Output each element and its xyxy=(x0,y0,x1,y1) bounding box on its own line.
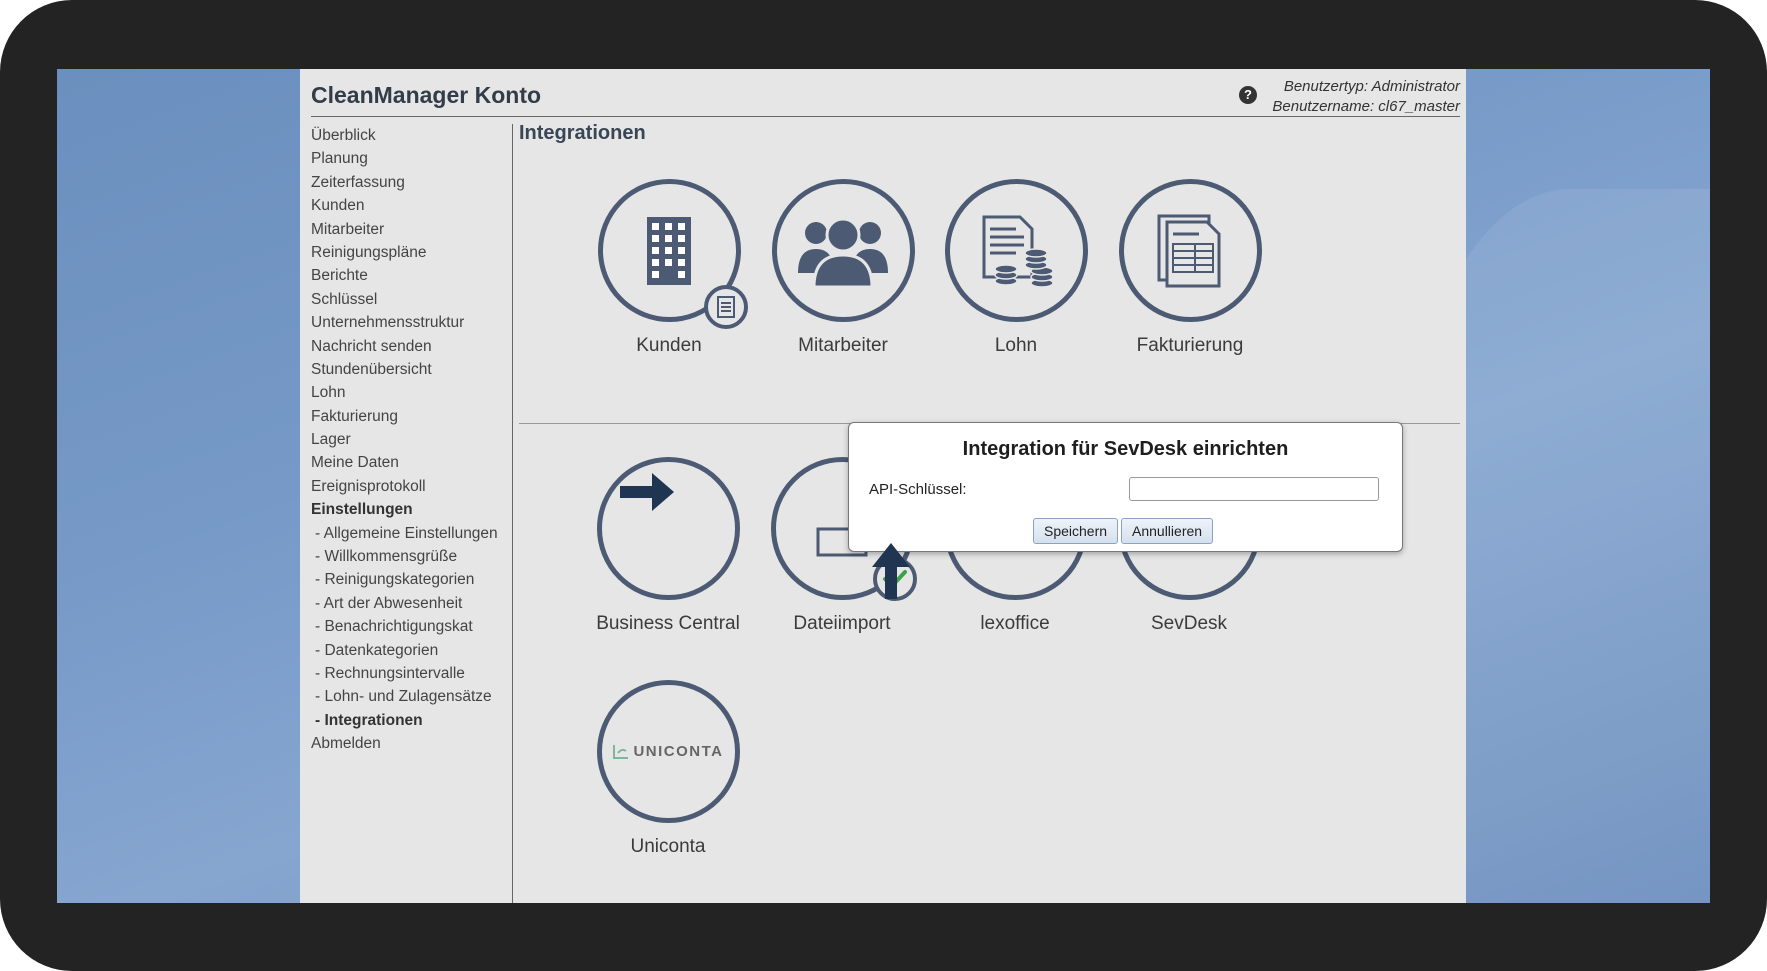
tile-mitarbeiter[interactable]: Mitarbeiter xyxy=(763,179,923,357)
sidebar-item-schluessel[interactable]: Schlüssel xyxy=(311,290,378,308)
tile-label: Kunden xyxy=(636,335,702,356)
tile-kunden[interactable]: Kunden xyxy=(589,179,749,357)
sidebar-divider xyxy=(512,124,513,903)
sidebar-item-einstellungen[interactable]: Einstellungen xyxy=(311,501,413,519)
invoice-icon xyxy=(1157,214,1221,287)
save-button[interactable]: Speichern xyxy=(1033,518,1119,544)
app-title: CleanManager Konto xyxy=(311,82,542,108)
sidebar-item-ereignisprotokoll[interactable]: Ereignisprotokoll xyxy=(311,477,426,495)
tile-circle xyxy=(1118,179,1262,322)
tile-label: Dateiimport xyxy=(793,613,891,634)
desktop-screen: CleanManager Konto ? Benutzertyp: Admini… xyxy=(57,69,1710,903)
sidebar-item-reinigungskategorien[interactable]: - Reinigungskategorien xyxy=(315,571,475,589)
sidebar-item-reinigungsplaene[interactable]: Reinigungspläne xyxy=(311,243,427,261)
up-arrow-icon xyxy=(872,543,910,599)
tile-label: lexoffice xyxy=(980,613,1050,634)
sidebar-item-berichte[interactable]: Berichte xyxy=(311,267,368,285)
tile-label: Mitarbeiter xyxy=(798,335,888,356)
tile-label: SevDesk xyxy=(1150,613,1228,634)
sidebar-item-ueberblick[interactable]: Überblick xyxy=(311,127,376,144)
right-arrow-icon xyxy=(620,473,674,511)
sidebar-item-allgemeine-einstellungen[interactable]: - Allgemeine Einstellungen xyxy=(315,524,498,542)
sidebar-item-benachrichtigungskat[interactable]: - Benachrichtigungskat xyxy=(315,618,473,636)
sidebar-item-mitarbeiter[interactable]: Mitarbeiter xyxy=(311,220,385,238)
user-name: Benutzername: cl67_master xyxy=(1272,98,1460,115)
sidebar-item-kunden[interactable]: Kunden xyxy=(311,197,365,215)
sidebar-item-fakturierung[interactable]: Fakturierung xyxy=(311,407,399,425)
dialog-title: Integration für SevDesk einrichten xyxy=(962,438,1289,460)
sidebar-item-abmelden[interactable]: Abmelden xyxy=(311,735,381,753)
tile-uniconta[interactable]: UNICONTA Uniconta xyxy=(588,680,748,858)
sidebar-item-art-der-abwesenheit[interactable]: - Art der Abwesenheit xyxy=(315,594,463,612)
tile-business-central[interactable]: Business Central xyxy=(588,457,748,635)
building-icon xyxy=(647,216,691,285)
uniconta-mark-icon xyxy=(613,744,629,759)
sidebar-item-datenkategorien[interactable]: - Datenkategorien xyxy=(315,641,439,659)
sidebar-item-stundenuebersicht[interactable]: Stundenübersicht xyxy=(311,360,432,378)
tile-circle xyxy=(944,179,1088,322)
cancel-button[interactable]: Annullieren xyxy=(1121,518,1214,544)
sidebar-item-unternehmensstruktur[interactable]: Unternehmensstruktur xyxy=(311,314,465,332)
sidebar-item-rechnungsintervalle[interactable]: - Rechnungsintervalle xyxy=(315,664,465,682)
tile-label: Business Central xyxy=(596,613,740,634)
sidebar-item-willkommensgruesse[interactable]: - Willkommensgrüße xyxy=(315,548,458,566)
uniconta-logo-text: UNICONTA xyxy=(633,743,724,760)
tile-fakturierung[interactable]: Fakturierung xyxy=(1110,179,1270,357)
payroll-coins-icon xyxy=(982,215,1054,288)
sidebar-item-nachricht-senden[interactable]: Nachricht senden xyxy=(311,337,432,355)
sidebar-item-lohn-und-zulagensaetze[interactable]: - Lohn- und Zulagensätze xyxy=(315,688,492,706)
user-info: Benutzertyp: Administrator Benutzername:… xyxy=(1272,77,1460,117)
uniconta-logo: UNICONTA xyxy=(612,743,723,760)
tile-label: Lohn xyxy=(994,335,1038,356)
user-type: Benutzertyp: Administrator xyxy=(1283,78,1460,95)
sevdesk-setup-dialog: Integration für SevDesk einrichten API-S… xyxy=(848,422,1403,552)
sidebar-item-meine-daten[interactable]: Meine Daten xyxy=(311,454,399,472)
people-icon xyxy=(798,217,888,288)
tile-circle xyxy=(596,457,740,600)
sidebar-item-lohn[interactable]: Lohn xyxy=(311,384,346,402)
tile-label: Uniconta xyxy=(630,836,706,857)
tile-circle xyxy=(771,179,915,322)
tile-circle xyxy=(597,179,748,329)
tile-circle: UNICONTA xyxy=(596,680,740,823)
api-key-label: API-Schlüssel: xyxy=(869,481,967,498)
section-title: Integrationen xyxy=(519,122,646,144)
app-window: CleanManager Konto ? Benutzertyp: Admini… xyxy=(300,69,1466,903)
sidebar-item-lager[interactable]: Lager xyxy=(311,431,351,449)
tile-lohn[interactable]: Lohn xyxy=(936,179,1096,357)
tile-label: Fakturierung xyxy=(1136,335,1244,356)
document-badge-icon xyxy=(703,285,748,329)
api-key-input[interactable] xyxy=(1129,477,1379,501)
sidebar-item-integrationen[interactable]: - Integrationen xyxy=(315,711,423,729)
sidebar-item-planung[interactable]: Planung xyxy=(311,150,368,168)
help-icon[interactable]: ? xyxy=(1239,86,1257,104)
header-divider xyxy=(311,116,1460,117)
sidebar-item-zeiterfassung[interactable]: Zeiterfassung xyxy=(311,173,405,191)
